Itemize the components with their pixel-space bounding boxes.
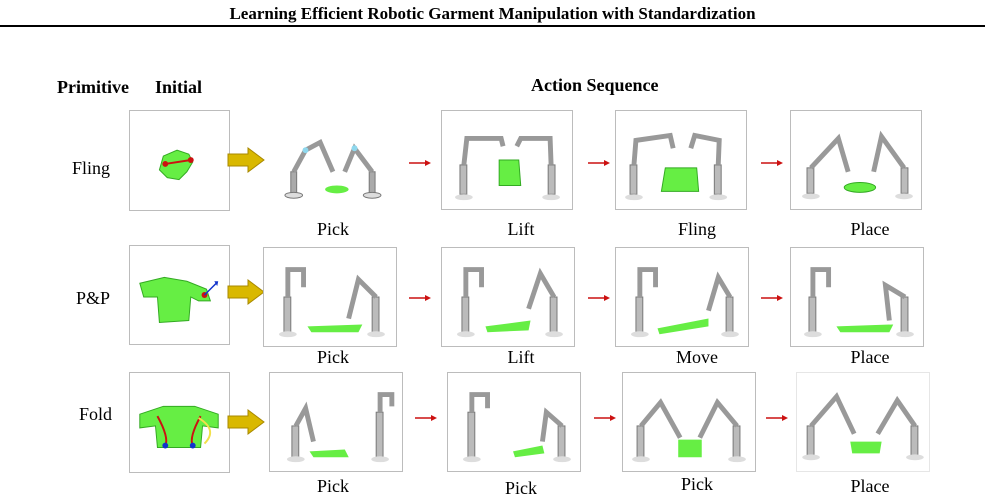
step-panel-fling-fling [615,110,747,210]
caption-fold-4: Place [850,476,890,496]
arrow-big-row1 [227,147,265,173]
caption-fold-2: Pick [504,478,537,498]
arrow-red-row2-1 [409,295,431,301]
step-panel-fold-place [796,372,930,472]
caption-fling-3: Fling [677,219,716,239]
primitive-label-fling: Fling [72,158,111,178]
initial-panel-fold [129,372,230,473]
title-rule [0,25,985,27]
step-panel-pp-lift [441,247,575,347]
arrow-big-row2 [227,279,265,305]
header-initial: Initial [155,77,203,97]
caption-fold-3: Pick [680,474,713,494]
initial-panel-fling [129,110,230,211]
arrow-red-row2-3 [761,295,783,301]
step-panel-fold-pick-2 [447,372,581,472]
caption-pp-2: Lift [507,347,535,367]
arrow-red-row2-2 [588,295,610,301]
header-primitive: Primitive [57,77,129,97]
step-panel-pp-pick [263,247,397,347]
arrow-red-row1-3 [761,160,783,166]
header-action-sequence: Action Sequence [531,75,659,95]
initial-panel-pp [129,245,230,345]
caption-fold-1: Pick [316,476,349,496]
caption-pp-1: Pick [316,347,349,367]
caption-pp-4: Place [850,347,890,367]
step-panel-pp-place [790,247,924,347]
arrow-big-row3 [227,409,265,435]
arrow-red-row3-1 [415,415,437,421]
caption-fling-4: Place [850,219,890,239]
arrow-red-row3-3 [766,415,788,421]
step-panel-pp-move [615,247,749,347]
step-panel-fling-pick [265,110,395,210]
caption-pp-3: Move [676,347,718,367]
arrow-red-row1-2 [588,160,610,166]
primitive-label-fold: Fold [79,404,113,424]
caption-fling-2: Lift [507,219,535,239]
step-panel-fold-pick-3 [622,372,756,472]
arrow-red-row1-1 [409,160,431,166]
step-panel-fling-lift [441,110,573,210]
primitive-label-pp: P&P [76,288,111,308]
arrow-red-row3-2 [594,415,616,421]
step-panel-fling-place [790,110,922,210]
paper-title: Learning Efficient Robotic Garment Manip… [229,4,756,23]
caption-fling-1: Pick [316,219,349,239]
step-panel-fold-pick-1 [269,372,403,472]
